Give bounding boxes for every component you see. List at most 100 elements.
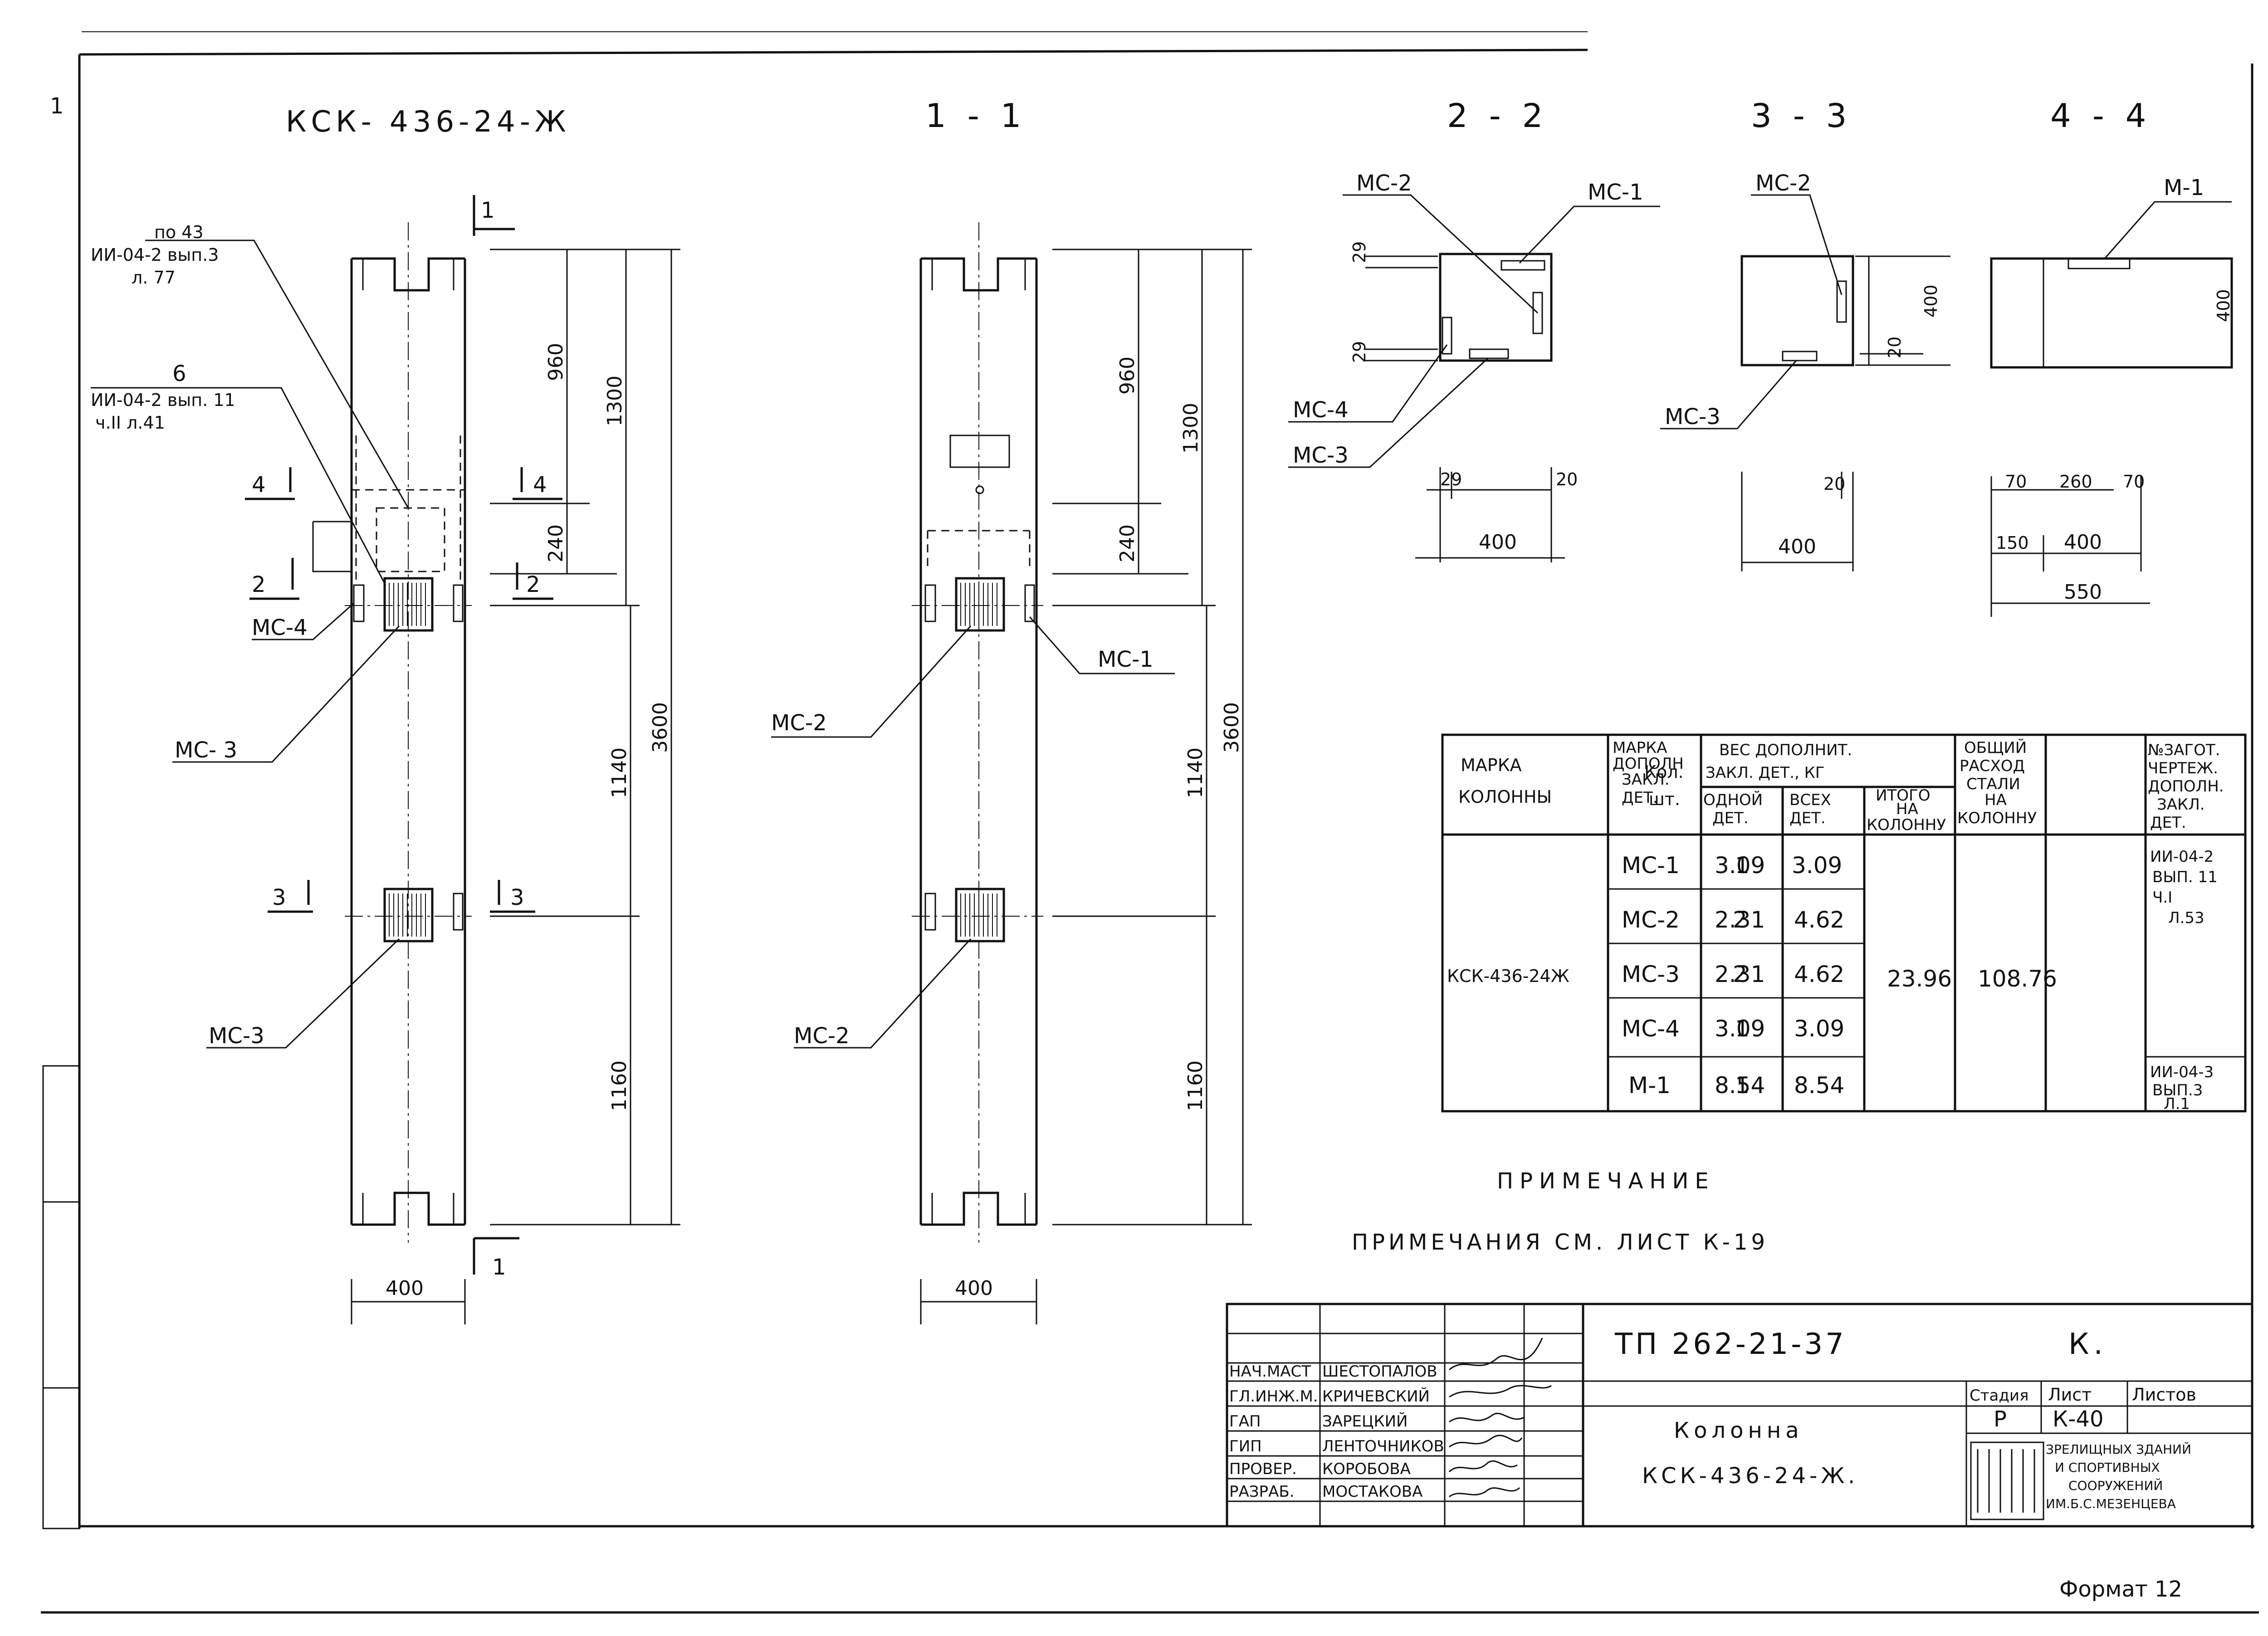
svg-text:ОДНОЙ: ОДНОЙ bbox=[1703, 791, 1763, 809]
org-logo bbox=[1970, 1441, 2044, 1520]
title-object-name-1: Колонна bbox=[1674, 1418, 1804, 1443]
svg-text:МАРКА: МАРКА bbox=[1461, 755, 1522, 775]
cut-1-bottom-mark bbox=[473, 1237, 519, 1275]
s33-labels: МС-2 МС-3 400 20 20 400 bbox=[1660, 171, 1941, 558]
svg-text:ПРОВЕР.: ПРОВЕР. bbox=[1229, 1460, 1297, 1478]
notes-heading: ПРИМЕЧАНИЕ bbox=[1497, 1168, 1715, 1194]
table-total-per-column: 23.96 bbox=[1887, 966, 1952, 992]
cut-1-bottom-label: 1 bbox=[492, 1255, 506, 1280]
svg-text:ИТОГО: ИТОГО bbox=[1876, 786, 1930, 805]
svg-text:Л.53: Л.53 bbox=[2168, 909, 2204, 927]
svg-text:ЗАКЛ. ДЕТ., КГ: ЗАКЛ. ДЕТ., КГ bbox=[1706, 764, 1825, 782]
svg-text:МС-2: МС-2 bbox=[1622, 907, 1680, 933]
svg-text:МС-2: МС-2 bbox=[794, 1023, 850, 1049]
table-row: МС-1 1 3.09 3.09 bbox=[1622, 852, 1842, 879]
svg-text:ЗАРЕЦКИЙ: ЗАРЕЦКИЙ bbox=[1322, 1412, 1408, 1431]
s11-dim-1140: 1140 bbox=[1184, 747, 1207, 798]
svg-text:260: 260 bbox=[2059, 472, 2092, 492]
svg-text:МС-1: МС-1 bbox=[1588, 180, 1643, 205]
svg-text:20: 20 bbox=[1823, 474, 1845, 494]
svg-text:ЗРЕЛИЩНЫХ ЗДАНИЙ: ЗРЕЛИЩНЫХ ЗДАНИЙ bbox=[2046, 1441, 2191, 1457]
s11-label-mc1: МС-1 bbox=[1029, 616, 1175, 674]
svg-text:МС- 3: МС- 3 bbox=[175, 737, 237, 763]
svg-text:ГАП: ГАП bbox=[1229, 1412, 1261, 1431]
svg-text:ИИ-04-2 вып. 11: ИИ-04-2 вып. 11 bbox=[91, 390, 235, 410]
section-2-2-title: 2 - 2 bbox=[1447, 97, 1548, 135]
svg-text:РАСХОД: РАСХОД bbox=[1960, 757, 2025, 775]
svg-text:ЗАКЛ.: ЗАКЛ. bbox=[1622, 771, 1670, 789]
cut-1-top-mark bbox=[473, 195, 515, 236]
elevation-reference-2: 6 ИИ-04-2 вып. 11 ч.II л.41 bbox=[91, 361, 386, 586]
svg-text:Ч.I: Ч.I bbox=[2152, 889, 2172, 907]
elevation-label-mc3-top: МС- 3 bbox=[172, 625, 400, 763]
table-header-col5: ВСЕХ ДЕТ. bbox=[1789, 791, 1831, 827]
svg-text:3.09: 3.09 bbox=[1715, 852, 1765, 879]
svg-text:СООРУЖЕНИЙ: СООРУЖЕНИЙ bbox=[2068, 1478, 2163, 1493]
elev-dim-400: 400 bbox=[386, 1277, 424, 1300]
svg-text:20: 20 bbox=[1885, 337, 1905, 358]
svg-text:МС-3: МС-3 bbox=[1665, 404, 1721, 430]
s11-dim-1160: 1160 bbox=[1184, 1060, 1207, 1111]
svg-text:4.62: 4.62 bbox=[1794, 907, 1844, 933]
svg-text:МС-4: МС-4 bbox=[252, 615, 308, 640]
column-elevation bbox=[312, 222, 472, 1243]
elevation-label-mc3-bottom: МС-3 bbox=[206, 938, 400, 1049]
section-2-2-drawing bbox=[1365, 253, 1565, 562]
svg-text:29: 29 bbox=[1349, 341, 1369, 363]
table-total-steel: 108.76 bbox=[1978, 966, 2057, 992]
title-object-name-2: КСК-436-24-Ж. bbox=[1642, 1463, 1858, 1489]
cut-4-right-label: 4 bbox=[533, 472, 547, 498]
s11-dim-400: 400 bbox=[955, 1277, 993, 1300]
s11-dim-3600: 3600 bbox=[1220, 702, 1243, 753]
svg-text:шт.: шт. bbox=[1649, 789, 1680, 809]
svg-text:КОЛОННЫ: КОЛОННЫ bbox=[1458, 787, 1552, 807]
svg-text:2.31: 2.31 bbox=[1715, 961, 1765, 987]
svg-text:ИИ-04-2 вып.3: ИИ-04-2 вып.3 bbox=[91, 245, 219, 265]
specification-table bbox=[1441, 733, 2247, 1113]
cut-3-right-mark bbox=[490, 880, 535, 913]
svg-text:РАЗРАБ.: РАЗРАБ. bbox=[1229, 1483, 1294, 1501]
s11-label-mc2-bottom: МС-2 bbox=[794, 938, 972, 1049]
title-block bbox=[1226, 1303, 2253, 1528]
svg-text:МС-1: МС-1 bbox=[1622, 852, 1680, 879]
svg-text:№ЗАГОТ.: №ЗАГОТ. bbox=[2148, 741, 2220, 759]
svg-text:400: 400 bbox=[2214, 289, 2234, 322]
svg-text:НА: НА bbox=[1896, 800, 1918, 818]
table-column-mark: КСК-436-24Ж bbox=[1447, 966, 1569, 986]
svg-text:ДОПОЛН.: ДОПОЛН. bbox=[2148, 777, 2224, 796]
svg-text:1: 1 bbox=[1735, 1016, 1750, 1042]
s22-labels: МС-2 МС-1 МС-4 МС-3 29 29 29 20 400 bbox=[1288, 171, 1660, 554]
section-1-1-drawing bbox=[912, 222, 1252, 1324]
svg-text:ИИ-04-3: ИИ-04-3 bbox=[2150, 1063, 2214, 1081]
table-row: МС-4 1 3.09 3.09 bbox=[1622, 1016, 1844, 1042]
svg-text:ВЕС ДОПОЛНИТ.: ВЕС ДОПОЛНИТ. bbox=[1719, 741, 1852, 759]
svg-text:ГЛ.ИНЖ.М.: ГЛ.ИНЖ.М. bbox=[1229, 1387, 1318, 1406]
svg-text:3.09: 3.09 bbox=[1792, 852, 1842, 879]
table-header-group: ВЕС ДОПОЛНИТ. ЗАКЛ. ДЕТ., КГ bbox=[1706, 741, 1852, 782]
svg-text:ГИП: ГИП bbox=[1229, 1437, 1262, 1455]
svg-text:6: 6 bbox=[172, 361, 186, 386]
elev-dim-960: 960 bbox=[544, 343, 567, 381]
svg-text:КОЛОННУ: КОЛОННУ bbox=[1957, 809, 2037, 827]
svg-text:КОРОБОВА: КОРОБОВА bbox=[1322, 1460, 1411, 1478]
svg-text:1: 1 bbox=[1735, 852, 1750, 879]
svg-text:ОБЩИЙ: ОБЩИЙ bbox=[1964, 738, 2027, 757]
svg-text:ДЕТ.: ДЕТ. bbox=[2150, 814, 2186, 832]
title-sheet-number: К-40 bbox=[2053, 1406, 2103, 1432]
svg-text:МС-2: МС-2 bbox=[1356, 171, 1412, 196]
svg-text:Л.1: Л.1 bbox=[2164, 1095, 2190, 1113]
svg-text:МАРКА: МАРКА bbox=[1613, 739, 1667, 757]
elevation-label-mc4: МС-4 bbox=[252, 602, 354, 640]
svg-text:МС-3: МС-3 bbox=[209, 1023, 264, 1049]
cut-2-right-mark bbox=[513, 562, 553, 600]
svg-text:по 43: по 43 bbox=[154, 222, 204, 242]
svg-text:2: 2 bbox=[1733, 907, 1747, 933]
svg-text:4.62: 4.62 bbox=[1794, 961, 1844, 987]
cut-2-left-label: 2 bbox=[252, 572, 266, 597]
svg-text:ч.II л.41: ч.II л.41 bbox=[95, 413, 165, 433]
svg-text:3.09: 3.09 bbox=[1715, 1016, 1765, 1042]
svg-text:НАЧ.МАСТ: НАЧ.МАСТ bbox=[1229, 1363, 1311, 1381]
cut-1-top-label: 1 bbox=[481, 198, 495, 223]
svg-text:МС-3: МС-3 bbox=[1622, 961, 1680, 987]
svg-text:МС-4: МС-4 bbox=[1293, 397, 1349, 423]
